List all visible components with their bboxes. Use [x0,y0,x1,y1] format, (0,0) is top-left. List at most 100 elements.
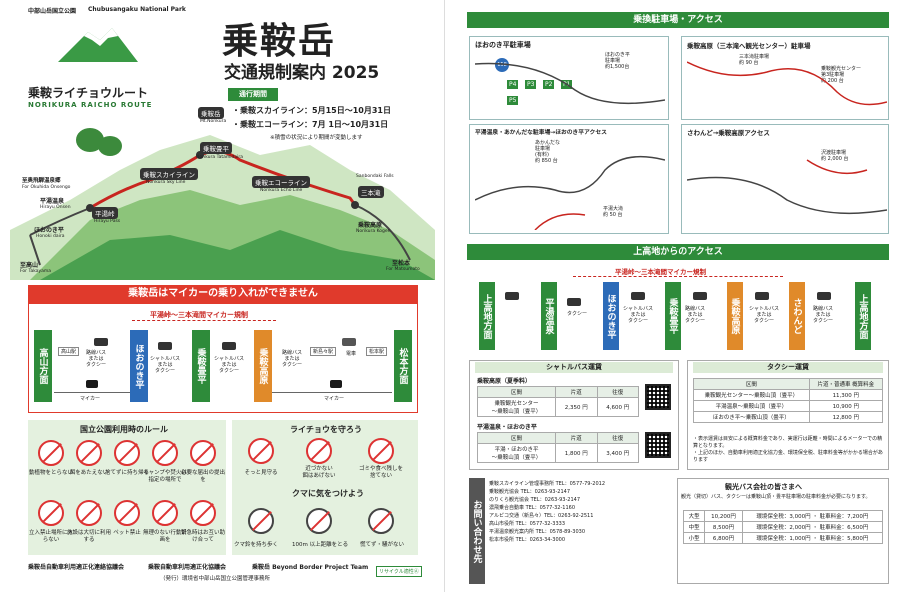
no-entry-icon [38,500,64,526]
flow-train: 電車 [346,351,357,357]
label-matsumoto: 至松本 [392,260,411,267]
route-name-en: NORIKURA RAICHO ROUTE [28,101,153,109]
route-158-badge: 158 [495,58,509,72]
flow-tatami: 乗鞍畳平 [192,330,210,402]
flow-shimashima: 新島々駅 [310,347,337,356]
taxi-fare-title: タクシー運賃 [693,362,883,373]
taxi-table: 区間片道・普通車 概算料金 乗鞍観光センター～乗鞍山頂（畳平）11,300 円 … [693,378,884,423]
access-sawando: さわんど [789,282,805,350]
access-kogen: 乗鞍高原 [727,282,743,350]
rule-8: ペット禁止 [113,530,141,536]
raicho-rule-2: 近づかない 餌はあげない [302,466,336,479]
hooki-parking-sub: ほおのき平 駐車場 約1,500台 [605,52,630,70]
footer-org-1: 乗鞍岳自動車利用適正化連絡協議会 [28,564,125,571]
bear-title: クマに気をつけよう [292,489,364,498]
rule-10: 緊急時はお互い助け合って [181,530,226,543]
bus-icon [94,338,108,346]
no-collect-icon [38,440,64,466]
rule-1: 動植物をとらない [29,470,74,476]
label-kogen-en: Norikura Kogen [356,229,391,234]
distance-icon [306,508,332,534]
mountain-logo-icon [58,28,138,62]
train-icon [342,338,356,346]
shuttle-sub1: 乗鞍高原（夏季料） [477,378,532,385]
shuttle-fare-title: シャトルバス運賃 [475,362,673,373]
bus-note-title: 観光バス会社の皆さまへ [725,483,802,491]
no-approach-icon [306,438,332,464]
facility-icon [76,500,102,526]
taxi-note: ・表示運賃は目安による概算料金であり、実運行は距離・時間によるメーターでの精算と… [693,436,883,463]
access-tatami: 乗鞍畳平 [665,282,681,350]
access-regulation: 平湯峠～三本滝間マイカー規制 [615,268,706,276]
shuttle-icon [222,342,236,350]
hirayu-access-map [469,124,669,234]
footer-issuer: （発行）環境省中部山岳国立公園管理事務所 [160,576,271,582]
shuttle-qr-2[interactable] [645,432,671,458]
no-litter-icon [368,438,394,464]
label-sanbondaki: 三本滝 [358,186,384,198]
watch-icon [248,438,274,464]
period-note: ※積雪の状況により期間が変動します [270,135,363,141]
label-echoline-en: Norikura Echo Line [260,188,303,193]
rule-2: 餌をあたえない [69,470,109,476]
label-kogen: 乗鞍高原 [358,222,383,229]
no-feed-icon [76,440,102,466]
camp-icon [152,440,178,466]
shuttle-qr-1[interactable] [645,384,671,410]
flow-takayama-stn: 高山駅 [58,347,80,356]
rule-5: 必要な届出の提出を [181,470,226,483]
label-takayama-en: For Takayama [20,269,52,274]
flow-mycar-1: マイカー [80,396,101,402]
plan-icon [152,500,178,526]
no-pet-icon [114,500,140,526]
flow-hooki: ほおのき平 [130,330,148,402]
flow-shuttle-taxi-2: シャトルバス または タクシー [214,356,245,374]
period-skyline: ・乗鞍スカイライン：5月15日～10月31日 [232,106,391,115]
route-map [10,128,435,280]
park-name-jp: 中部山岳国立公園 [28,8,77,15]
flow-bus-taxi-1: 路線バス または タクシー [86,350,107,368]
hirayu-oohashi: 平湯大滝 約 50 台 [603,206,624,218]
label-echoline: 乗鞍エコーライン [252,176,310,188]
label-hirayu-onsen-en: Hirayu Onsen [40,205,71,210]
raicho-title: ライチョウを守ろう [290,425,362,434]
car-icon [86,380,98,388]
left-page: 中部山岳国立公園 Chubusangaku National Park 乗鞍岳 … [0,0,445,592]
flow-shuttle-taxi-1: シャトルバス または タクシー [150,356,181,374]
sawando-title: さわんど→乗鞍高原アクセス [687,129,770,137]
shuttle-icon [631,292,645,300]
access-hirayu: 平湯温泉 [541,282,557,350]
label-matsumoto-en: For Matsumoto [386,267,420,272]
access-label-4: シャトルバス または タクシー [749,306,780,324]
contact-title: お問い合わせ先 [469,478,485,584]
rules-title: 国立公園利用時のルール [80,425,168,434]
flow-box [28,303,418,413]
shuttle-fare-panel [469,360,679,470]
no-mycar-banner: 乗鞍岳はマイカーの乗り入れができません [28,285,418,303]
report-icon [190,440,216,466]
bear-rule-1: クマ鈴を持ち歩く [234,542,279,548]
sawando-parking: 沢渡駐車場 約 2,000 台 [821,150,849,162]
label-summit: 乗鞍岳 [198,107,224,119]
hirayu-access-title: 平湯温泉・あかんだな駐車場→ほおのき平アクセス [475,130,607,136]
label-takayama: 至高山 [20,262,39,269]
p5: P5 [507,96,519,105]
access-label-3: 路線バス または タクシー [685,306,706,324]
right-page: 乗換駐車場・アクセス ほおのき平駐車場 ほおのき平 駐車場 約1,500台 15… [455,0,900,592]
flow-matsumoto-stn: 松本駅 [366,347,388,356]
bus-note-sub: 観光（貸切）バス、タクシーは乗鞍山頂・畳平駐車場の駐車料金が必要になります。 [681,494,871,500]
label-okuhida-en: For Okuhida Onsengo [22,185,71,190]
bus-company-panel [677,478,889,584]
rule-4: キャンプや焚火は指定の場所で [143,470,187,483]
label-hirayu-pass-en: Hirayu Pass [94,219,121,224]
flow-mycar-2: マイカー [324,396,345,402]
label-skyline-en: Norikura Sky Line [146,180,186,185]
label-skyline: 乗鞍スカイライン [140,168,198,180]
label-hirayu-pass: 平湯峠 [92,207,118,219]
sawando-access-map [681,124,889,234]
label-summit-en: Mt.Norikura [200,119,227,124]
taxi-fare-panel [687,360,889,470]
footer-org-3: 乗鞍岳 Beyond Border Project Team [252,564,369,571]
